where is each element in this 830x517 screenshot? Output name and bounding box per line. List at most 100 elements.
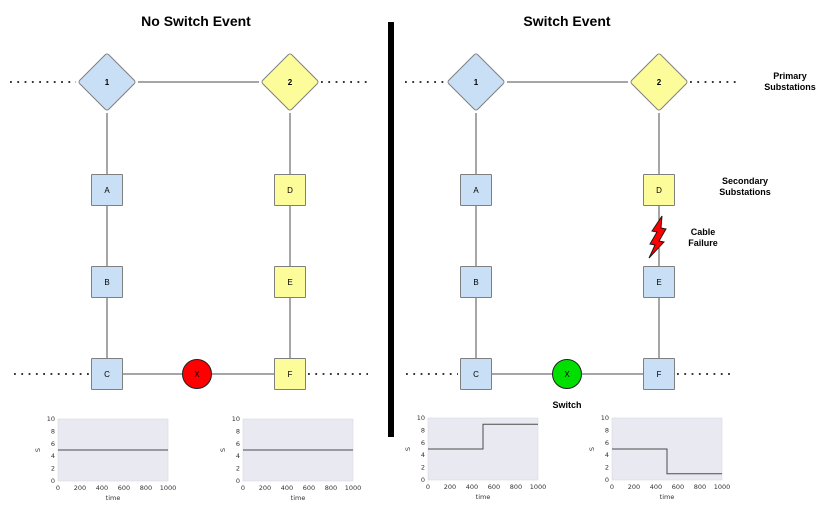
chart-svg: 0 2 4 6 8 10 0 200 400 600 800 1000 time S [34,415,177,502]
chart-noswitch-feeder1: 0 2 4 6 8 10 0 200 400 600 800 1000 time S [30,408,180,508]
x-tick-label: 400 [96,484,108,492]
y-tick-label: 4 [421,451,425,459]
chart-svg: 0 2 4 6 8 10 0 200 400 600 800 1000 time S [588,414,731,501]
y-tick-label: 8 [51,427,55,435]
x-tick-label: 1000 [160,484,177,492]
x-axis-label: time [106,494,121,502]
y-tick-label: 0 [421,476,425,484]
secondary-substation-C-left: C [91,358,123,390]
x-tick-label: 200 [74,484,86,492]
y-tick-label: 8 [421,426,425,434]
chart-switch-feeder2: 0 2 4 6 8 10 0 200 400 600 800 1000 time S [584,407,734,507]
secondary-substation-F-right: F [643,358,675,390]
y-tick-label: 2 [421,464,425,472]
x-tick-label: 1000 [530,483,547,491]
x-axis-label: time [660,493,675,501]
label-line: Switch [552,400,582,410]
x-tick-label: 1000 [345,484,362,492]
y-tick-label: 6 [421,439,425,447]
y-axis-label: S [34,448,42,452]
secondary-substation-C-right: C [460,358,492,390]
y-tick-label: 0 [236,477,240,485]
y-tick-label: 6 [51,440,55,448]
x-tick-label: 0 [426,483,430,491]
left-panel-title: No Switch Event [141,13,251,29]
y-tick-label: 2 [236,465,240,473]
right-panel-title: Switch Event [523,13,611,29]
substation-label: 2 [287,77,293,87]
y-tick-label: 8 [605,426,609,434]
x-tick-label: 200 [444,483,456,491]
data-line [612,448,722,475]
y-tick-label: 6 [605,439,609,447]
x-tick-label: 0 [610,483,614,491]
primary-substation-1-right: 1 [446,52,506,112]
y-tick-label: 4 [605,451,609,459]
switch-closed-right: X [552,359,582,389]
y-axis-label: S [588,447,596,451]
x-tick-label: 400 [281,484,293,492]
x-axis-label: time [291,494,306,502]
cable-failure-label: Cable Failure [666,227,740,249]
y-tick-label: 8 [236,427,240,435]
y-tick-label: 4 [236,452,240,460]
secondary-substation-A-left: A [91,174,123,206]
x-tick-label: 200 [259,484,271,492]
secondary-substation-F-left: F [274,358,306,390]
x-tick-label: 200 [628,483,640,491]
y-tick-label: 2 [51,465,55,473]
y-axis-label: S [219,448,227,452]
x-tick-label: 0 [241,484,245,492]
substation-label: 1 [104,77,110,87]
y-tick-label: 0 [605,476,609,484]
y-tick-label: 10 [417,414,425,422]
secondary-substation-E-left: E [274,266,306,298]
primary-substation-2-left: 2 [260,52,320,112]
secondary-substation-B-left: B [91,266,123,298]
y-axis-label: S [404,447,412,451]
x-tick-label: 400 [466,483,478,491]
secondary-substation-D-right: D [643,174,675,206]
panel-divider [388,22,394,437]
x-tick-label: 800 [140,484,152,492]
secondary-substation-B-right: B [460,266,492,298]
primary-substation-1-left: 1 [77,52,137,112]
y-tick-label: 0 [51,477,55,485]
label-line: Cable [690,227,716,237]
x-axis-label: time [476,493,491,501]
x-tick-label: 800 [694,483,706,491]
primary-substation-2-right: 2 [629,52,689,112]
label-line: Substations [764,82,816,92]
label-line: Secondary [721,176,769,186]
x-tick-label: 600 [672,483,684,491]
x-tick-label: 0 [56,484,60,492]
secondary-substation-A-right: A [460,174,492,206]
secondary-substations-label: Secondary Substations [702,176,788,198]
y-tick-label: 10 [232,415,240,423]
label-line: Substations [719,187,771,197]
switch-open-left: X [182,359,212,389]
label-line: Primary [773,71,807,81]
switch-label: Switch [530,400,604,411]
secondary-substation-E-right: E [643,266,675,298]
chart-switch-feeder1: 0 2 4 6 8 10 0 200 400 600 800 1000 time S [400,407,550,507]
x-tick-label: 400 [650,483,662,491]
label-line: Failure [688,238,718,248]
x-tick-label: 1000 [714,483,731,491]
chart-svg: 0 2 4 6 8 10 0 200 400 600 800 1000 time S [404,414,547,501]
x-tick-label: 800 [510,483,522,491]
x-tick-label: 600 [303,484,315,492]
x-tick-label: 600 [488,483,500,491]
y-tick-label: 2 [605,464,609,472]
cable-failure-bolt-icon [648,215,667,259]
data-line [428,423,538,450]
x-tick-label: 600 [118,484,130,492]
substation-label: 1 [473,77,479,87]
y-tick-label: 4 [51,452,55,460]
y-tick-label: 10 [47,415,55,423]
primary-substations-label: Primary Substations [747,71,830,93]
y-tick-label: 10 [601,414,609,422]
